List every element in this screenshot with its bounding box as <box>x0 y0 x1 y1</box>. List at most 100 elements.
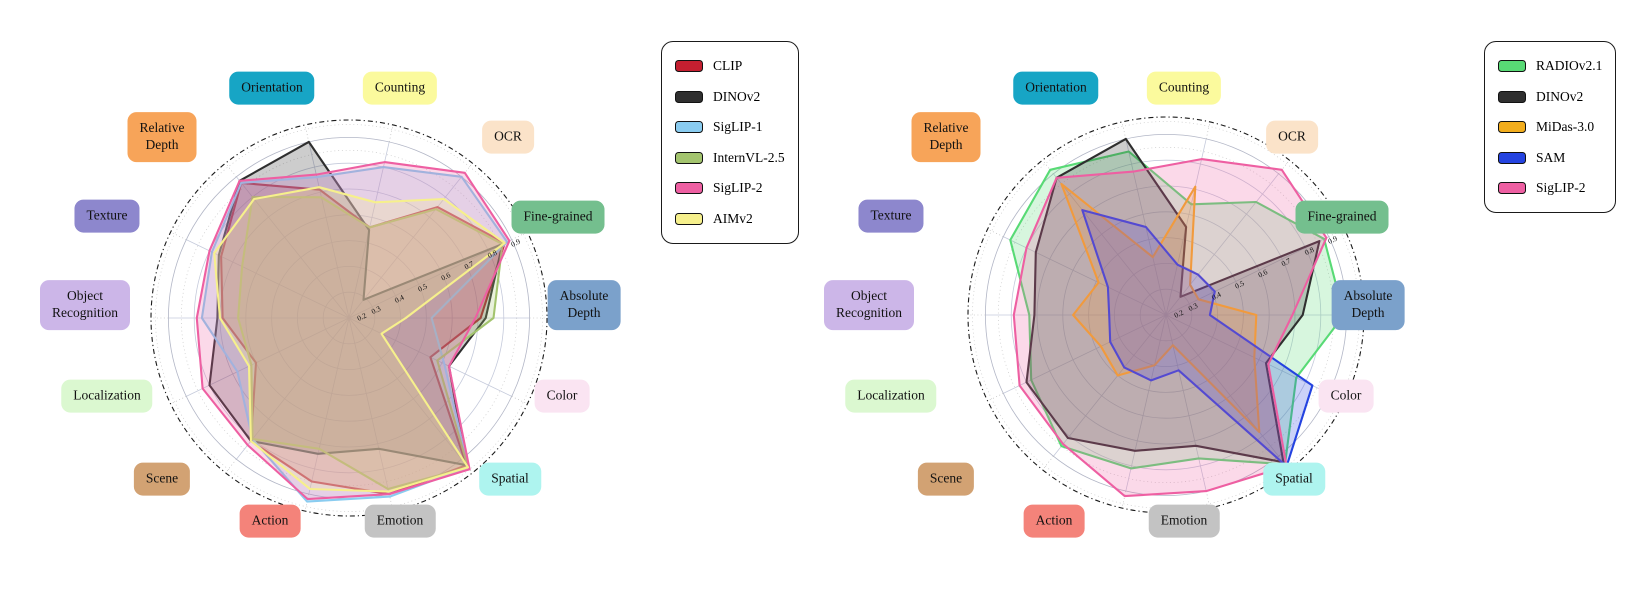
grid-spoke <box>1165 173 1279 316</box>
grid-spoke <box>236 317 350 460</box>
legend-label: SigLIP-2 <box>1536 180 1586 195</box>
grid-spoke-ext <box>987 393 1004 402</box>
grid-spoke <box>308 317 350 495</box>
legend-item-DINOv2: DINOv2 <box>1498 88 1602 106</box>
category-label-absolute-depth: Absolute Depth <box>547 280 621 330</box>
legend-item-CLIP: CLIP <box>675 57 785 75</box>
grid-spoke <box>1053 314 1167 457</box>
series-polygon-SigLIP-1 <box>200 166 509 503</box>
legend-label: DINOv2 <box>1536 88 1584 104</box>
series-polygon-DINOv2 <box>208 140 504 467</box>
legend-swatch-icon <box>1498 121 1526 133</box>
radial-tick-label: 0.7 <box>463 259 476 271</box>
grid-spoke-ext <box>987 228 1004 237</box>
legend-label: MiDas-3.0 <box>1536 119 1595 134</box>
category-label-relative-depth: Relative Depth <box>911 112 981 162</box>
legend-label: SigLIP-1 <box>713 119 763 134</box>
category-label-object-recognition: Object Recognition <box>824 280 914 330</box>
category-label-spatial: Spatial <box>1263 462 1325 496</box>
radial-tick-label: 0.4 <box>393 293 406 305</box>
radial-tick-label: 0.7 <box>1280 256 1293 268</box>
category-label-spatial: Spatial <box>479 462 541 496</box>
legend-swatch-icon <box>1498 90 1526 103</box>
series-polygon-RADIOv2.1 <box>1009 150 1346 470</box>
category-label-localization: Localization <box>845 379 937 413</box>
legend-item-MiDas-3.0: MiDas-3.0 <box>1498 118 1602 136</box>
grid-spoke <box>348 317 390 495</box>
category-label-ocr: OCR <box>482 120 534 154</box>
legend-item-SigLIP-1: SigLIP-1 <box>675 118 785 136</box>
radial-tick-label: 0.8 <box>486 248 499 260</box>
grid-spoke-ext <box>304 494 310 512</box>
grid-spoke-ext <box>1121 121 1127 139</box>
legend-swatch-icon <box>1498 182 1526 194</box>
grid-spoke-ext <box>388 124 394 142</box>
legend-swatch-icon <box>675 121 703 133</box>
radar-chart-right: 0.20.30.40.50.60.70.80.9 <box>967 116 1365 514</box>
legend-swatch-icon <box>1498 60 1526 72</box>
category-label-counting: Counting <box>1146 71 1222 105</box>
legend-swatch-icon <box>1498 151 1526 164</box>
grid-spoke-ext <box>1205 121 1211 139</box>
grid-spoke <box>1165 236 1329 316</box>
legend-swatch-icon <box>675 182 703 194</box>
category-label-orientation: Orientation <box>1013 71 1099 105</box>
category-label-emotion: Emotion <box>364 504 436 538</box>
category-label-action: Action <box>239 504 301 538</box>
grid-spoke-ext <box>170 396 187 405</box>
category-label-scene: Scene <box>133 462 191 496</box>
category-label-ocr: OCR <box>1266 120 1318 154</box>
grid-spoke <box>1165 314 1329 394</box>
series-polygon-DINOv2 <box>1025 137 1321 464</box>
grid-spoke <box>236 176 350 319</box>
category-label-fine-grained: Fine-grained <box>511 200 605 234</box>
radial-tick-label: 0.3 <box>370 304 383 316</box>
category-label-relative-depth: Relative Depth <box>127 112 197 162</box>
legend-label: SigLIP-2 <box>713 180 763 195</box>
legend-label: RADIOv2.1 <box>1536 58 1603 73</box>
grid-spoke <box>1003 236 1167 316</box>
grid-spoke <box>186 317 350 397</box>
radial-tick-label: 0.8 <box>1303 245 1316 257</box>
grid-spoke-ext <box>1121 491 1127 509</box>
radar-chart-left: 0.20.30.40.50.60.70.80.9 <box>150 119 548 517</box>
category-label-orientation: Orientation <box>229 71 315 105</box>
category-label-object-recognition: Object Recognition <box>40 280 130 330</box>
grid-spoke-ext <box>225 163 237 177</box>
series-polygon-SigLIP-2 <box>1012 158 1328 498</box>
legend-swatch-icon <box>675 90 703 103</box>
category-label-scene: Scene <box>917 462 975 496</box>
radial-tick-label: 0.2 <box>1173 308 1186 320</box>
outer-boundary-circle <box>150 119 548 517</box>
radial-tick-label: 0.5 <box>1233 278 1246 290</box>
grid-spoke-ext <box>170 231 187 240</box>
grid-spoke-ext <box>511 396 528 405</box>
radial-tick-label: 0.3 <box>1187 301 1200 313</box>
legend-item-InternVL-2.5: InternVL-2.5 <box>675 149 785 167</box>
category-label-color: Color <box>1318 379 1374 413</box>
legend-label: CLIP <box>713 58 743 73</box>
category-label-emotion: Emotion <box>1148 504 1220 538</box>
category-label-fine-grained: Fine-grained <box>1295 200 1389 234</box>
grid-spoke <box>308 141 350 319</box>
legend-swatch-icon <box>675 212 703 225</box>
radial-tick-label: 0.2 <box>356 311 369 323</box>
grid-spoke <box>1053 173 1167 316</box>
series-polygon-SigLIP-2 <box>195 161 511 501</box>
legend-item-SAM: SAM <box>1498 149 1602 167</box>
grid-spoke-ext <box>461 459 473 473</box>
grid-spoke-ext <box>1042 456 1054 470</box>
legend-label: SAM <box>1536 149 1566 165</box>
series-polygon-InternVL-2.5 <box>237 195 504 491</box>
category-label-action: Action <box>1023 504 1085 538</box>
radial-tick-label: 0.5 <box>416 281 429 293</box>
grid-spoke-ext <box>1278 160 1290 174</box>
series-polygon-SAM <box>1081 209 1314 468</box>
category-label-counting: Counting <box>362 71 438 105</box>
legend-label: DINOv2 <box>713 88 761 104</box>
legend-item-SigLIP-2: SigLIP-2 <box>675 179 785 197</box>
